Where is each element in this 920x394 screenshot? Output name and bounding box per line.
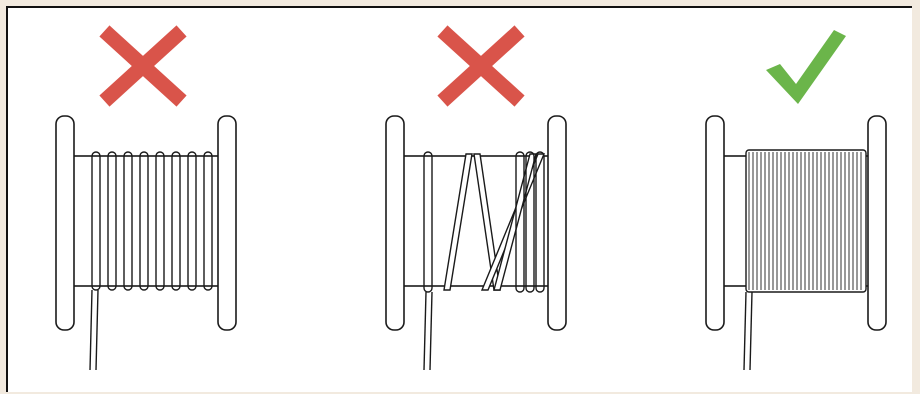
spool-tight xyxy=(684,8,920,388)
panel-tight-winding xyxy=(684,8,920,388)
spool-crossed xyxy=(370,8,610,388)
panel-loose-winding xyxy=(38,8,278,388)
panel-crossed-winding xyxy=(370,8,610,388)
spool-loose xyxy=(38,8,278,388)
illustration-frame xyxy=(6,6,912,392)
